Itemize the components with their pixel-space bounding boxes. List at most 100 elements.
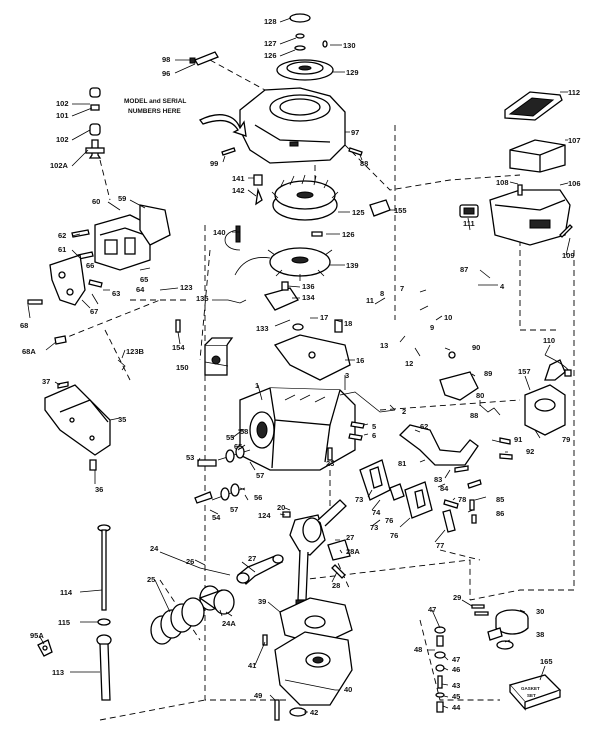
part-number-labels: 128 127 126 130 129 98 96 102 101 102 10… bbox=[20, 17, 581, 717]
blower-housing-part-97 bbox=[239, 87, 346, 164]
label-13: 13 bbox=[380, 341, 388, 350]
label-10: 10 bbox=[444, 313, 452, 322]
line-part-110 bbox=[544, 354, 572, 377]
screw-part-99 bbox=[221, 147, 236, 156]
spring-part-123B bbox=[117, 359, 126, 371]
label-11: 11 bbox=[366, 296, 374, 305]
gasket-set-box-part-165 bbox=[508, 674, 562, 711]
screw-part-78 bbox=[442, 499, 477, 533]
label-80: 80 bbox=[476, 391, 484, 400]
label-95A: 95A bbox=[30, 631, 44, 640]
label-2: 2 bbox=[402, 407, 406, 416]
label-123: 123 bbox=[180, 283, 193, 292]
washer-part-17 bbox=[292, 319, 343, 333]
label-107: 107 bbox=[568, 136, 581, 145]
label-35: 35 bbox=[118, 415, 126, 424]
label-86: 86 bbox=[496, 509, 504, 518]
dipstick-part-114 bbox=[97, 524, 111, 611]
label-42: 42 bbox=[310, 708, 318, 717]
bracket-part-67 bbox=[49, 254, 86, 306]
primer-bulb-part-102 bbox=[85, 87, 105, 159]
label-27b: 27 bbox=[346, 533, 354, 542]
label-16: 16 bbox=[356, 356, 364, 365]
rewind-starter-part-129 bbox=[276, 59, 334, 81]
label-24A: 24A bbox=[222, 619, 236, 628]
piston-rings-part-25 bbox=[150, 597, 205, 645]
screw-part-108 bbox=[517, 184, 573, 238]
label-39: 39 bbox=[258, 597, 266, 606]
plate-part-155 bbox=[369, 199, 391, 217]
screw-part-62 bbox=[71, 229, 94, 260]
label-87: 87 bbox=[460, 265, 468, 274]
label-154: 154 bbox=[172, 343, 185, 352]
label-55: 55 bbox=[226, 433, 234, 442]
stator-part-139 bbox=[234, 247, 333, 281]
label-102A: 102A bbox=[50, 161, 69, 170]
label-139: 139 bbox=[346, 261, 359, 270]
label-61: 61 bbox=[58, 245, 66, 254]
label-102-top: 102 bbox=[56, 99, 69, 108]
governor-part-30 bbox=[487, 609, 529, 650]
key-part-124 bbox=[282, 511, 291, 518]
label-73b: 73 bbox=[370, 523, 378, 532]
label-5: 5 bbox=[372, 422, 376, 431]
label-62b: 62 bbox=[420, 422, 428, 431]
label-83: 83 bbox=[434, 475, 442, 484]
flywheel-part-125 bbox=[271, 174, 339, 221]
label-6: 6 bbox=[372, 431, 376, 440]
label-129: 129 bbox=[346, 68, 359, 77]
air-filter-part-107 bbox=[509, 139, 566, 173]
fill-tube-part-113 bbox=[96, 634, 112, 701]
label-111: 111 bbox=[463, 219, 475, 228]
label-7: 7 bbox=[400, 284, 404, 293]
crankcase-cover-part-39 bbox=[279, 597, 353, 646]
bracket-part-35 bbox=[44, 384, 111, 456]
seal-part-42 bbox=[289, 707, 307, 717]
bracket-part-89 bbox=[439, 351, 479, 401]
connecting-rod-part-27 bbox=[236, 554, 284, 585]
label-58: 58 bbox=[240, 427, 248, 436]
primer-part-150 bbox=[204, 337, 234, 376]
label-133: 133 bbox=[256, 324, 269, 333]
label-101: 101 bbox=[56, 111, 69, 120]
label-47: 47 bbox=[428, 605, 436, 614]
label-165: 165 bbox=[540, 657, 553, 666]
clip-part-135 bbox=[227, 299, 247, 304]
label-12: 12 bbox=[405, 359, 413, 368]
label-135: 135 bbox=[196, 294, 209, 303]
label-43: 43 bbox=[452, 681, 460, 690]
label-57b: 57 bbox=[230, 505, 238, 514]
clip-part-95A bbox=[37, 639, 53, 657]
label-23: 23 bbox=[326, 459, 334, 468]
label-68A: 68A bbox=[22, 347, 36, 356]
gasket-part-111 bbox=[459, 204, 479, 218]
gear-part-28 bbox=[327, 539, 351, 579]
label-54: 54 bbox=[212, 513, 221, 522]
carburetor-part-157 bbox=[524, 359, 566, 436]
label-81: 81 bbox=[398, 459, 406, 468]
fuel-cap-part-128 bbox=[289, 13, 328, 51]
label-126: 126 bbox=[264, 51, 277, 60]
label-49: 49 bbox=[254, 691, 262, 700]
model-serial-note-line1: MODEL and SERIAL bbox=[124, 98, 186, 105]
label-125: 125 bbox=[352, 208, 365, 217]
label-62: 62 bbox=[58, 231, 66, 240]
label-96: 96 bbox=[162, 69, 170, 78]
label-68: 68 bbox=[20, 321, 28, 330]
label-134: 134 bbox=[302, 293, 315, 302]
link-part-3 bbox=[339, 391, 396, 413]
label-90: 90 bbox=[472, 343, 480, 352]
label-8: 8 bbox=[380, 289, 384, 298]
label-3: 3 bbox=[345, 371, 349, 380]
label-106: 106 bbox=[568, 179, 581, 188]
label-110: 110 bbox=[543, 336, 555, 345]
screw-part-96 bbox=[189, 51, 219, 66]
spring-part-80 bbox=[454, 404, 513, 489]
key-part-141 bbox=[253, 174, 263, 206]
label-155: 155 bbox=[394, 206, 407, 215]
label-25: 25 bbox=[147, 575, 155, 584]
label-41: 41 bbox=[248, 661, 256, 670]
label-113: 113 bbox=[52, 668, 64, 677]
label-126b: 126 bbox=[342, 230, 355, 239]
